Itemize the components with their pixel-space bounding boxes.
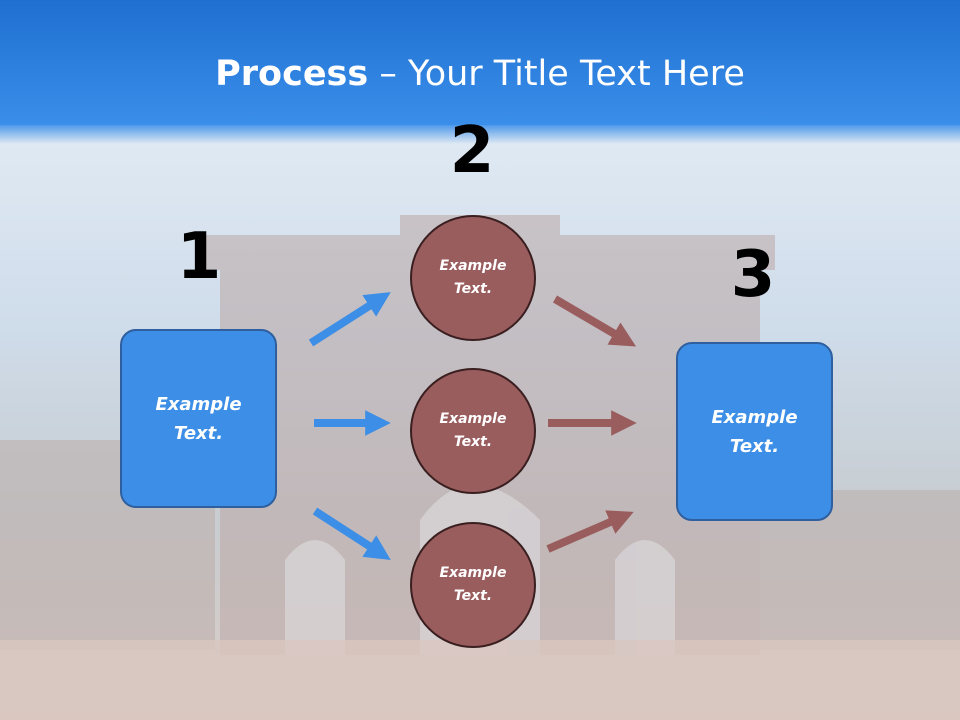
left-step-box: Example Text.: [120, 329, 277, 508]
step-number-3: 3: [730, 238, 776, 312]
title-rest: – Your Title Text Here: [368, 54, 745, 94]
circle-bottom: Example Text.: [410, 522, 536, 648]
title-bold: Process: [215, 54, 369, 94]
left-box-text: Example Text.: [155, 393, 242, 444]
slide-title: Process – Your Title Text Here: [0, 52, 960, 96]
circle-bottom-text: Example Text.: [439, 565, 507, 604]
circle-middle: Example Text.: [410, 368, 536, 494]
step-number-2: 2: [449, 114, 495, 188]
right-box-text: Example Text.: [711, 406, 798, 457]
circle-top-text: Example Text.: [439, 258, 507, 297]
right-step-box: Example Text.: [676, 342, 833, 521]
step-number-1: 1: [176, 220, 222, 294]
circle-top: Example Text.: [410, 215, 536, 341]
circle-middle-text: Example Text.: [439, 411, 507, 450]
